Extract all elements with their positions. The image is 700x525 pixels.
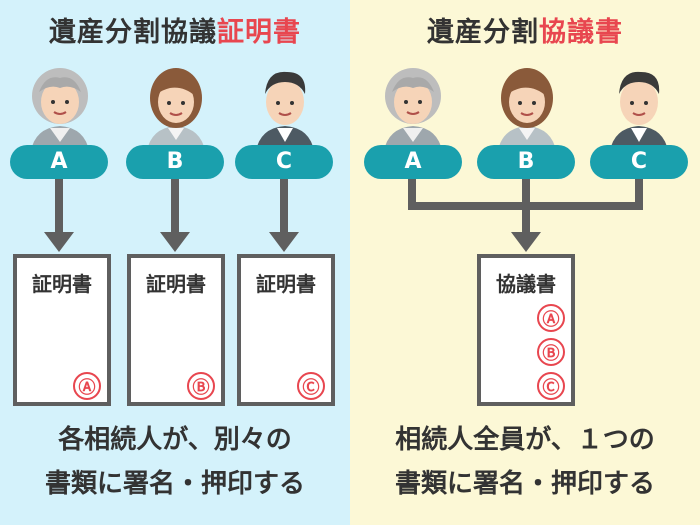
woman-icon [497, 68, 557, 158]
certificate-a: 証明書 Ⓐ [13, 254, 111, 406]
right-arrows [408, 175, 643, 252]
right-title-accent: 協議書 [539, 17, 623, 48]
stamp-b: Ⓑ [537, 338, 565, 366]
right-title: 遺産分割協議書 [350, 10, 700, 49]
stamp-c: Ⓒ [537, 372, 565, 400]
person-a-label: A [364, 145, 462, 179]
certificate-a-title: 証明書 [32, 272, 92, 296]
man-icon [609, 71, 669, 158]
certificate-c: 証明書 Ⓒ [237, 254, 335, 406]
right-caption: 相続人全員が、１つの 書類に署名・押印する [350, 418, 700, 506]
person-c-label: C [590, 145, 688, 179]
certificate-b-title: 証明書 [146, 272, 206, 296]
man-icon [255, 71, 315, 158]
agreement-document-title: 協議書 [496, 272, 556, 296]
elderly-woman-icon [30, 68, 90, 158]
elderly-woman-icon [383, 68, 443, 158]
left-title: 遺産分割協議証明書 [0, 10, 350, 49]
left-panel: 遺産分割協議証明書 [0, 0, 350, 525]
right-caption-line1: 相続人全員が、１つの [395, 425, 655, 455]
left-arrows [44, 175, 299, 252]
left-title-main: 遺産分割協議 [49, 17, 217, 48]
person-b-label: B [477, 145, 575, 179]
right-panel: 遺産分割協議書 [350, 0, 700, 525]
woman-icon [146, 68, 206, 158]
left-caption-line2: 書類に署名・押印する [44, 469, 305, 499]
agreement-document: 協議書 Ⓐ Ⓑ Ⓒ [477, 254, 575, 406]
stamp-a: Ⓐ [73, 372, 101, 400]
stamp-b: Ⓑ [187, 372, 215, 400]
stamp-c: Ⓒ [297, 372, 325, 400]
person-c-label: C [235, 145, 333, 179]
person-b-label: B [126, 145, 224, 179]
person-a-label: A [10, 145, 108, 179]
left-caption: 各相続人が、別々の 書類に署名・押印する [0, 418, 350, 506]
stamp-a: Ⓐ [537, 304, 565, 332]
right-caption-line2: 書類に署名・押印する [394, 469, 655, 499]
certificate-b: 証明書 Ⓑ [127, 254, 225, 406]
certificate-c-title: 証明書 [256, 272, 316, 296]
left-title-accent: 証明書 [217, 17, 301, 48]
right-title-main: 遺産分割 [427, 17, 539, 48]
left-caption-line1: 各相続人が、別々の [58, 425, 292, 455]
